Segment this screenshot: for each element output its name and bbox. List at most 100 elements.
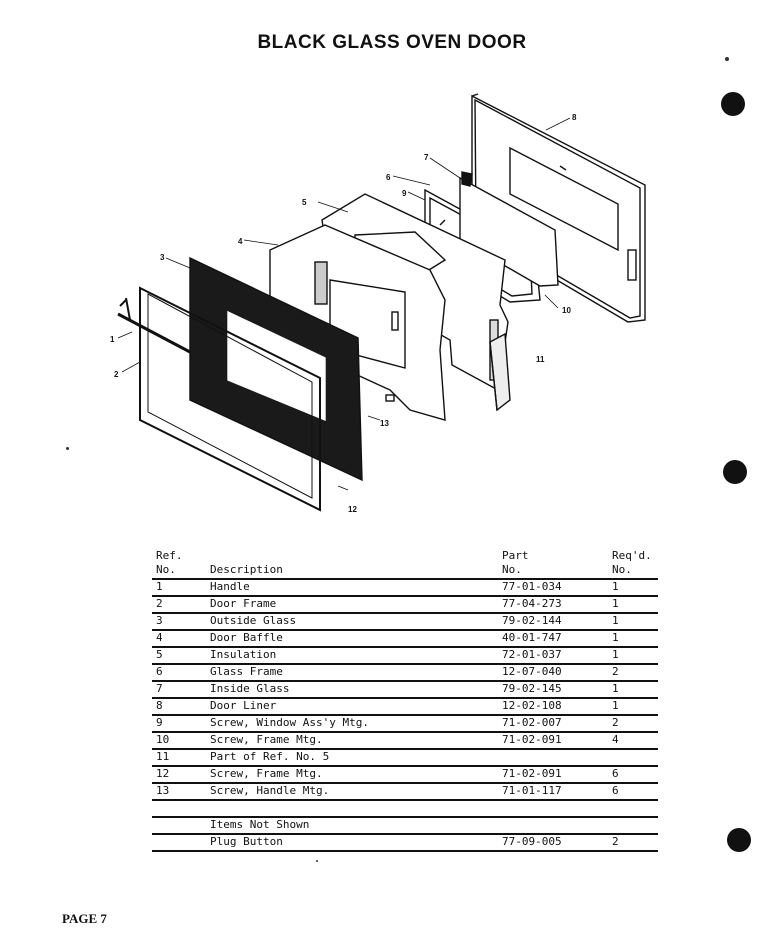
row-req-qty: 1 (612, 597, 619, 610)
table-row: 12 Screw, Frame Mtg. 71-02-091 6 (152, 767, 658, 784)
page-number: PAGE 7 (62, 911, 107, 926)
page-title: BLACK GLASS OVEN DOOR (257, 32, 527, 53)
row-ref: 8 (156, 699, 163, 712)
row-ref: 3 (156, 614, 163, 627)
header-req-line2: No. (612, 563, 632, 576)
speck (316, 860, 318, 862)
row-description: Door Frame (210, 597, 277, 610)
row-description: Part of Ref. No. 5 (210, 750, 330, 763)
callout-11: 11 (536, 355, 545, 364)
row-description: Door Baffle (210, 631, 283, 644)
table-row: 6 Glass Frame 12-07-040 2 (152, 665, 658, 682)
row-req-qty: 1 (612, 699, 619, 712)
table-row (152, 801, 658, 818)
callout-4: 4 (238, 237, 243, 246)
row-ref: 2 (156, 597, 163, 610)
table-row: 3 Outside Glass 79-02-144 1 (152, 614, 658, 631)
callout-3: 3 (160, 253, 165, 262)
row-part-no: 40-01-747 (502, 631, 562, 644)
leader-lines (117, 117, 571, 491)
row-req-qty: 1 (612, 580, 619, 593)
row-req-qty: 2 (612, 716, 619, 729)
table-row: Items Not Shown (152, 818, 658, 835)
row-description: Insulation (210, 648, 277, 661)
row-description: Plug Button (210, 835, 283, 848)
exploded-diagram: 8 7 6 9 5 4 3 1 2 10 11 13 12 (110, 93, 646, 514)
row-description: Door Liner (210, 699, 277, 712)
callout-9: 9 (402, 189, 407, 198)
row-ref: 10 (156, 733, 170, 746)
row-part-no: 79-02-145 (502, 682, 562, 695)
callout-6: 6 (386, 173, 391, 182)
row-ref: 4 (156, 631, 163, 644)
table-row: 11 Part of Ref. No. 5 (152, 750, 658, 767)
row-ref: 11 (156, 750, 170, 763)
table-header: Ref. No. Description Part No. Req'd. No. (152, 548, 658, 580)
table-row: Plug Button 77-09-005 2 (152, 835, 658, 852)
row-part-no: 71-02-091 (502, 733, 562, 746)
row-part-no: 79-02-144 (502, 614, 562, 627)
row-ref: 1 (156, 580, 163, 593)
row-description: Screw, Handle Mtg. (210, 784, 330, 797)
parts-table: Ref. No. Description Part No. Req'd. No.… (152, 548, 658, 852)
row-part-no: 77-09-005 (502, 835, 562, 848)
header-part-line1: Part (502, 549, 529, 562)
callout-1: 1 (110, 335, 115, 344)
callout-8: 8 (572, 113, 577, 122)
row-part-no: 71-02-007 (502, 716, 562, 729)
callout-2: 2 (114, 370, 119, 379)
row-description: Screw, Frame Mtg. (210, 733, 323, 746)
binder-hole-middle (723, 460, 747, 484)
table-row: 10 Screw, Frame Mtg. 71-02-091 4 (152, 733, 658, 750)
header-ref-line2: No. (156, 563, 176, 576)
header-description: Description (210, 563, 283, 576)
table-row: 4 Door Baffle 40-01-747 1 (152, 631, 658, 648)
row-req-qty: 6 (612, 767, 619, 780)
row-part-no: 12-02-108 (502, 699, 562, 712)
row-part-no: 12-07-040 (502, 665, 562, 678)
table-row: 2 Door Frame 77-04-273 1 (152, 597, 658, 614)
callout-5: 5 (302, 198, 307, 207)
row-req-qty: 1 (612, 631, 619, 644)
row-req-qty: 4 (612, 733, 619, 746)
door-frame (117, 286, 321, 512)
header-req-line1: Req'd. (612, 549, 652, 562)
row-part-no: 77-04-273 (502, 597, 562, 610)
callout-12: 12 (348, 505, 357, 514)
speck (725, 57, 729, 61)
row-description: Glass Frame (210, 665, 283, 678)
row-ref: 5 (156, 648, 163, 661)
row-req-qty: 1 (612, 648, 619, 661)
row-req-qty: 2 (612, 665, 619, 678)
row-description: Handle (210, 580, 250, 593)
header-part-line2: No. (502, 563, 522, 576)
table-row: 8 Door Liner 12-02-108 1 (152, 699, 658, 716)
row-req-qty: 2 (612, 835, 619, 848)
row-part-no: 72-01-037 (502, 648, 562, 661)
row-ref: 6 (156, 665, 163, 678)
row-ref: 7 (156, 682, 163, 695)
row-part-no: 71-02-091 (502, 767, 562, 780)
row-req-qty: 6 (612, 784, 619, 797)
row-description: Outside Glass (210, 614, 297, 627)
row-description: Screw, Window Ass'y Mtg. (210, 716, 369, 729)
row-part-no: 77-01-034 (502, 580, 562, 593)
callout-10: 10 (562, 306, 571, 315)
table-row: 1 Handle 77-01-034 1 (152, 580, 658, 597)
binder-hole-bottom (727, 828, 751, 852)
gasket-piece (489, 332, 511, 412)
callout-13: 13 (380, 419, 389, 428)
row-req-qty: 1 (612, 614, 619, 627)
callout-7: 7 (424, 153, 429, 162)
speck (66, 447, 69, 450)
table-row: 5 Insulation 72-01-037 1 (152, 648, 658, 665)
row-ref: 9 (156, 716, 163, 729)
row-description: Screw, Frame Mtg. (210, 767, 323, 780)
row-description: Inside Glass (210, 682, 290, 695)
row-ref: 12 (156, 767, 170, 780)
row-part-no: 71-01-117 (502, 784, 562, 797)
row-description: Items Not Shown (210, 818, 310, 831)
